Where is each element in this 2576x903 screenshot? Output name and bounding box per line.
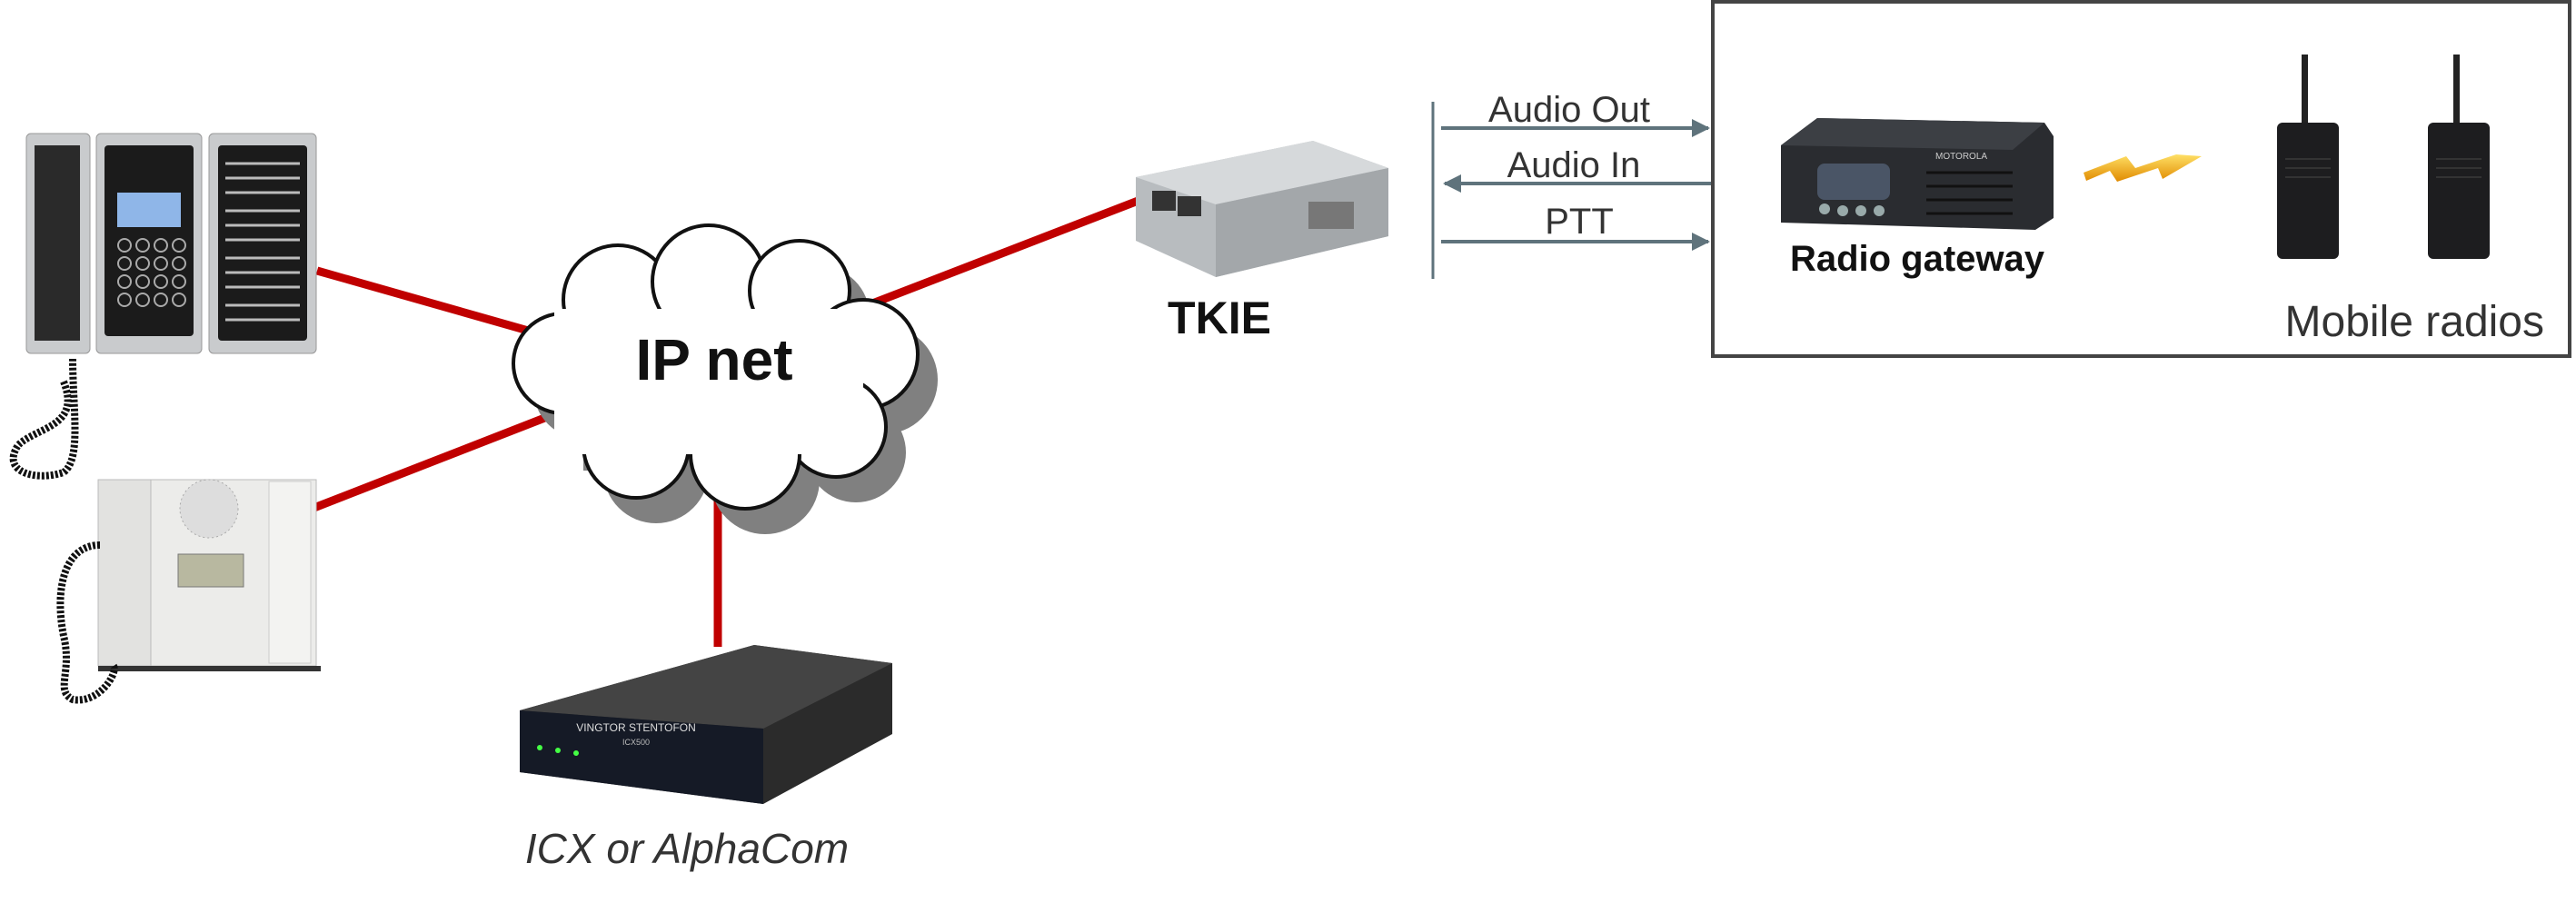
link-wall-station <box>315 266 565 345</box>
mobile-radio <box>2428 55 2490 259</box>
wireless-link-icon <box>2084 154 2202 182</box>
radio-system-box <box>1711 0 2571 358</box>
wall-intercom-station <box>9 133 317 480</box>
device-model: ICX500 <box>622 738 650 747</box>
server-label: ICX or AlphaCom <box>525 825 849 872</box>
desk-intercom-station <box>56 479 321 704</box>
signal-label: Audio In <box>1507 145 1641 185</box>
radio-gateway-device: MOTOROLA <box>1781 118 2054 230</box>
ip-net-cloud: IP net <box>512 223 938 534</box>
signal-label: PTT <box>1545 202 1614 242</box>
tkie-label: TKIE <box>1168 293 1271 343</box>
radio-gateway-label: Radio gateway <box>1790 239 2045 279</box>
signal-ptt: PTT <box>1441 202 1710 251</box>
mobile-radio <box>2277 55 2339 259</box>
signal-label: Audio Out <box>1488 90 1650 130</box>
link-tkie <box>866 191 1154 310</box>
tkie-device <box>1136 141 1388 277</box>
device-brand: VINGTOR STENTOFON <box>576 721 696 734</box>
signal-audio-out: Audio Out <box>1441 90 1710 137</box>
link-desk-station <box>310 406 565 513</box>
ip-net-label: IP net <box>635 327 792 392</box>
network-links <box>310 191 1154 647</box>
signal-audio-in: Audio In <box>1443 145 1712 193</box>
radio-brand: MOTOROLA <box>1935 152 1987 162</box>
icx-server-device: VINGTOR STENTOFON ICX500 <box>520 645 892 804</box>
mobile-radios-label: Mobile radios <box>2285 298 2544 346</box>
